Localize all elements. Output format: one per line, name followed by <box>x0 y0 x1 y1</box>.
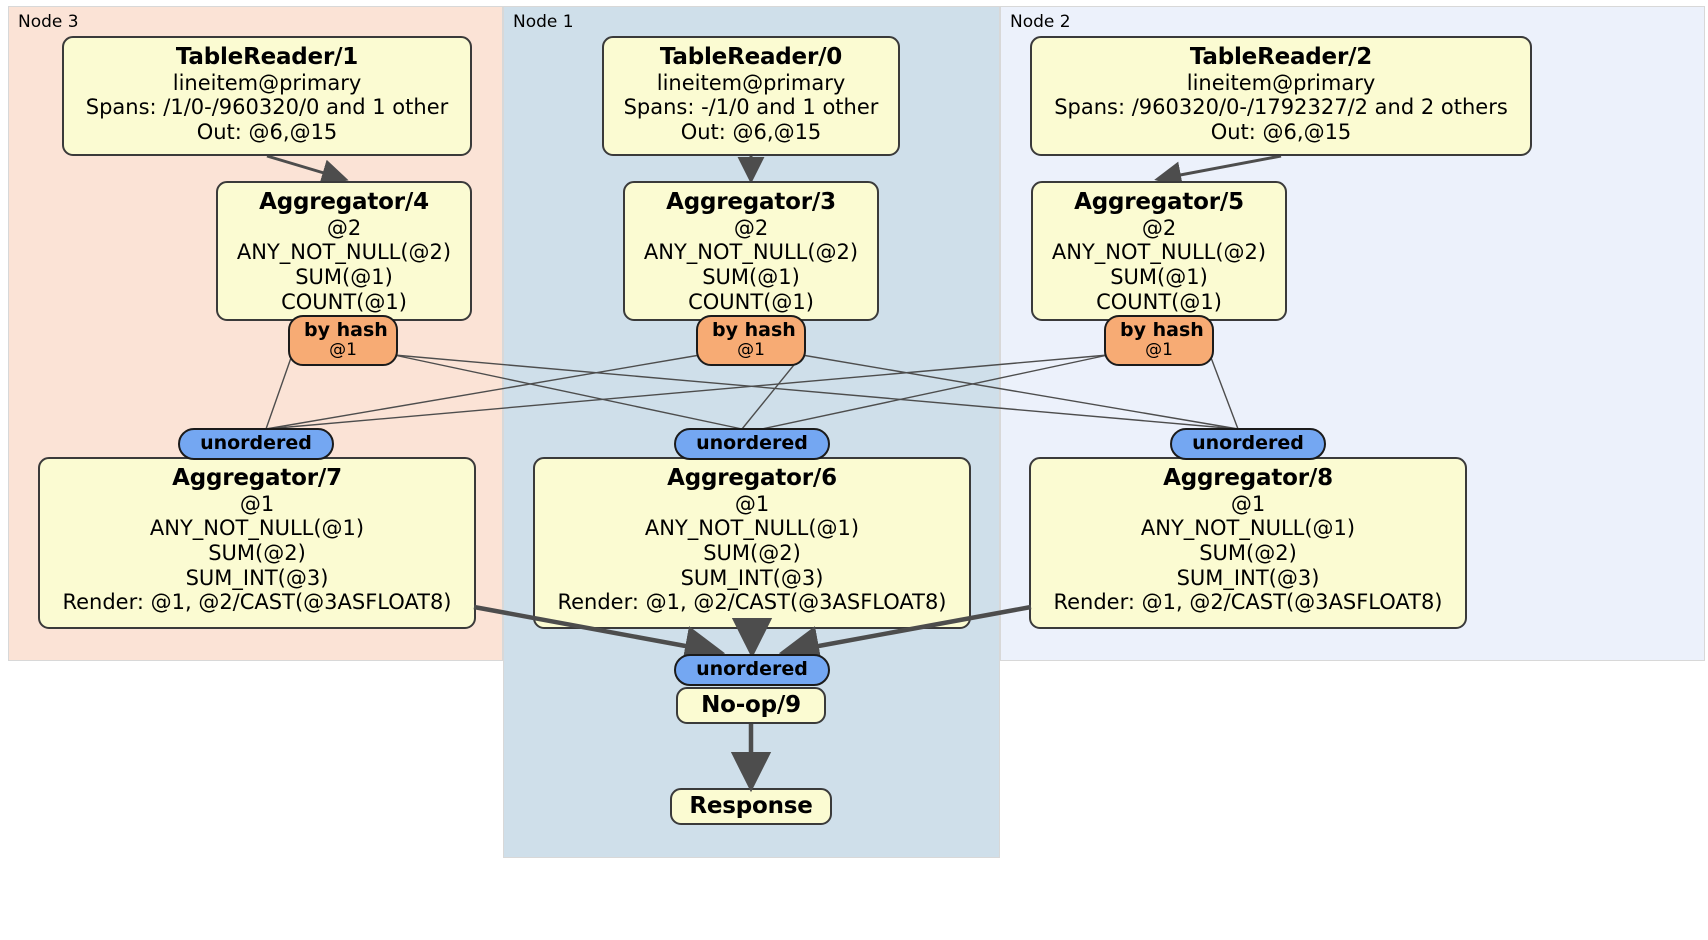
router-label: unordered <box>696 432 808 454</box>
processor-detail: Out: @6,@15 <box>196 120 338 145</box>
processor-detail: SUM(@2) <box>208 541 306 566</box>
processor-detail: SUM(@2) <box>703 541 801 566</box>
processor-title: TableReader/2 <box>1189 44 1373 70</box>
processor-aggregator5[interactable]: Aggregator/5 @2 ANY_NOT_NULL(@2) SUM(@1)… <box>1031 181 1287 321</box>
processor-detail: SUM_INT(@3) <box>185 565 329 590</box>
processor-detail: COUNT(@1) <box>281 289 407 314</box>
processor-tablereader1[interactable]: TableReader/1 lineitem@primary Spans: /1… <box>62 36 472 156</box>
processor-detail: ANY_NOT_NULL(@2) <box>1051 240 1267 265</box>
processor-detail: @1 <box>734 491 770 516</box>
processor-aggregator4[interactable]: Aggregator/4 @2 ANY_NOT_NULL(@2) SUM(@1)… <box>216 181 472 321</box>
processor-aggregator8[interactable]: Aggregator/8 @1 ANY_NOT_NULL(@1) SUM(@2)… <box>1029 457 1467 629</box>
router-label: by hash <box>1120 319 1204 341</box>
processor-detail: Render: @1, @2/CAST(@3ASFLOAT8) <box>1053 590 1443 615</box>
processor-aggregator3[interactable]: Aggregator/3 @2 ANY_NOT_NULL(@2) SUM(@1)… <box>623 181 879 321</box>
unordered-synchronizer-aggregator8[interactable]: unordered <box>1170 428 1326 460</box>
processor-title: Aggregator/3 <box>666 189 836 215</box>
router-sublabel: @1 <box>737 339 765 360</box>
processor-title: TableReader/1 <box>175 44 359 70</box>
router-label: unordered <box>696 658 808 680</box>
processor-detail: SUM(@2) <box>1199 541 1297 566</box>
router-sublabel: @1 <box>1145 339 1173 360</box>
processor-detail: lineitem@primary <box>1186 70 1376 95</box>
processor-detail: @2 <box>733 215 769 240</box>
processor-title: Response <box>689 793 813 819</box>
processor-detail: @2 <box>326 215 362 240</box>
processor-detail: @1 <box>1230 491 1266 516</box>
processor-detail: Render: @1, @2/CAST(@3ASFLOAT8) <box>62 590 452 615</box>
processor-aggregator6[interactable]: Aggregator/6 @1 ANY_NOT_NULL(@1) SUM(@2)… <box>533 457 971 629</box>
processor-detail: Spans: /1/0-/960320/0 and 1 other <box>85 95 449 120</box>
router-label: by hash <box>304 319 388 341</box>
processor-title: Aggregator/8 <box>1163 465 1333 491</box>
processor-detail: lineitem@primary <box>172 70 362 95</box>
processor-detail: SUM(@1) <box>295 265 393 290</box>
processor-detail: SUM(@1) <box>702 265 800 290</box>
processor-detail: ANY_NOT_NULL(@1) <box>149 516 365 541</box>
processor-detail: SUM_INT(@3) <box>1176 565 1320 590</box>
processor-aggregator7[interactable]: Aggregator/7 @1 ANY_NOT_NULL(@1) SUM(@2)… <box>38 457 476 629</box>
router-label: by hash <box>712 319 796 341</box>
hash-router-aggregator3[interactable]: by hash @1 <box>696 315 806 366</box>
processor-detail: SUM(@1) <box>1110 265 1208 290</box>
router-label: unordered <box>1192 432 1304 454</box>
router-sublabel: @1 <box>329 339 357 360</box>
processor-detail: Out: @6,@15 <box>1210 120 1352 145</box>
processor-detail: SUM_INT(@3) <box>680 565 824 590</box>
processor-detail: Out: @6,@15 <box>680 120 822 145</box>
processor-detail: ANY_NOT_NULL(@2) <box>643 240 859 265</box>
processor-tablereader2[interactable]: TableReader/2 lineitem@primary Spans: /9… <box>1030 36 1532 156</box>
processor-detail: @2 <box>1141 215 1177 240</box>
processor-title: Aggregator/6 <box>667 465 837 491</box>
processor-detail: ANY_NOT_NULL(@1) <box>644 516 860 541</box>
processor-detail: ANY_NOT_NULL(@1) <box>1140 516 1356 541</box>
unordered-synchronizer-aggregator6[interactable]: unordered <box>674 428 830 460</box>
processor-detail: Spans: /960320/0-/1792327/2 and 2 others <box>1054 95 1508 120</box>
processor-title: TableReader/0 <box>659 44 843 70</box>
processor-detail: COUNT(@1) <box>1096 289 1222 314</box>
processor-detail: COUNT(@1) <box>688 289 814 314</box>
processor-title: Aggregator/4 <box>259 189 429 215</box>
processor-detail: Spans: -/1/0 and 1 other <box>623 95 879 120</box>
hash-router-aggregator4[interactable]: by hash @1 <box>288 315 398 366</box>
processor-title: Aggregator/5 <box>1074 189 1244 215</box>
node-region-label: Node 3 <box>18 12 79 32</box>
router-label: unordered <box>200 432 312 454</box>
processor-tablereader0[interactable]: TableReader/0 lineitem@primary Spans: -/… <box>602 36 900 156</box>
processor-noop9[interactable]: No-op/9 <box>676 687 826 724</box>
node-region-label: Node 1 <box>513 12 574 32</box>
unordered-synchronizer-noop9[interactable]: unordered <box>674 654 830 686</box>
processor-detail: Render: @1, @2/CAST(@3ASFLOAT8) <box>557 590 947 615</box>
hash-router-aggregator5[interactable]: by hash @1 <box>1104 315 1214 366</box>
processor-title: Aggregator/7 <box>172 465 342 491</box>
processor-title: No-op/9 <box>701 692 801 718</box>
processor-detail: lineitem@primary <box>656 70 846 95</box>
node-region-label: Node 2 <box>1010 12 1071 32</box>
unordered-synchronizer-aggregator7[interactable]: unordered <box>178 428 334 460</box>
processor-response[interactable]: Response <box>670 788 832 825</box>
processor-detail: @1 <box>239 491 275 516</box>
processor-detail: ANY_NOT_NULL(@2) <box>236 240 452 265</box>
